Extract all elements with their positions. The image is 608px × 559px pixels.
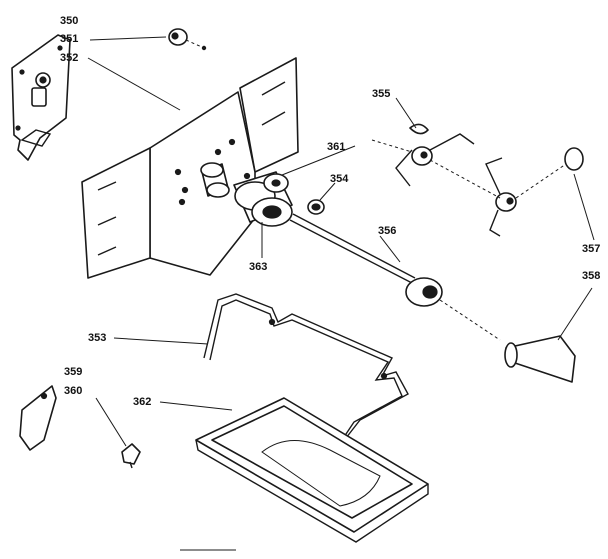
part-354-nut xyxy=(307,199,325,215)
part-361-washer xyxy=(263,173,289,193)
callout-358: 358 xyxy=(582,270,600,282)
callout-352: 352 xyxy=(60,52,78,64)
callout-360: 360 xyxy=(64,385,82,397)
callout-353: 353 xyxy=(88,332,106,344)
callout-355: 355 xyxy=(372,88,390,100)
part-359-blade xyxy=(19,385,57,451)
callout-351: 351 xyxy=(60,33,78,45)
callout-labels: 350 351 352 361 354 355 356 357 358 363 … xyxy=(60,15,600,408)
callout-362: 362 xyxy=(133,396,151,408)
part-360-screw xyxy=(121,443,141,469)
part-357-cap xyxy=(564,147,584,171)
callout-361: 361 xyxy=(327,141,345,153)
part-351-bushing xyxy=(168,28,207,51)
part-352-main-bracket xyxy=(81,57,299,279)
part-353-wire-support xyxy=(203,293,409,441)
assembly-lines xyxy=(185,39,567,341)
part-358-knob xyxy=(504,335,576,383)
part-350-end-plate xyxy=(11,34,71,161)
callout-357: 357 xyxy=(582,243,600,255)
callout-359: 359 xyxy=(64,366,82,378)
part-356-spit-rod xyxy=(289,213,443,307)
leader-lines xyxy=(87,36,595,447)
part-355-spit-forks xyxy=(395,123,517,237)
callout-350: 350 xyxy=(60,15,78,27)
callout-356: 356 xyxy=(378,225,396,237)
callout-354: 354 xyxy=(330,173,349,185)
callout-363: 363 xyxy=(249,261,267,273)
part-362-drip-pan xyxy=(195,397,429,543)
